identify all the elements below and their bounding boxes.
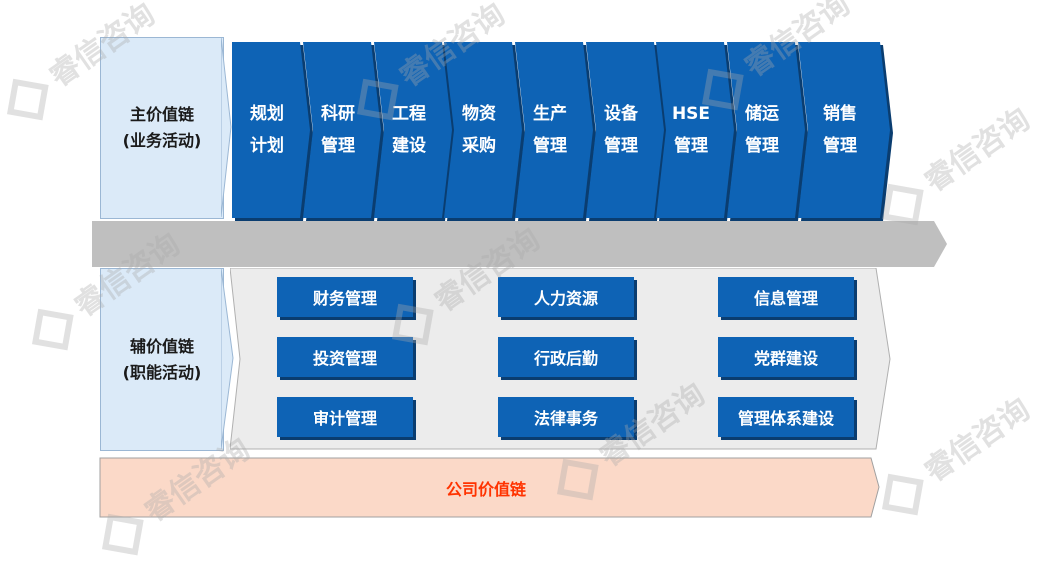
activity-label-line2: 管理 — [321, 136, 355, 156]
activity-label-line1: 规划 — [250, 104, 284, 124]
primary-activity: 生产 管理 — [515, 42, 596, 221]
activity-label: 储运 管理 — [727, 42, 797, 218]
activity-label-line2: 计划 — [250, 136, 284, 156]
primary-label-arrow — [221, 37, 232, 218]
activity-label-line2: 采购 — [462, 136, 496, 156]
activity-label-line1: 物资 — [462, 104, 496, 124]
activity-label-line2: 建设 — [392, 136, 426, 156]
support-legal: 法律事务 — [498, 397, 634, 437]
activity-label-line2: 管理 — [604, 136, 638, 156]
company-chain-bar — [99, 457, 880, 518]
chevron-shape — [798, 42, 893, 221]
activity-label: 规划 计划 — [232, 42, 302, 218]
activity-label: 科研 管理 — [303, 42, 373, 218]
support-chain-label: 辅价值链 (职能活动) — [100, 268, 224, 451]
activity-label-line1: 科研 — [321, 104, 355, 124]
support-admin: 行政后勤 — [498, 337, 634, 377]
activity-label: HSE 管理 — [656, 42, 726, 218]
primary-activity: 储运 管理 — [727, 42, 808, 221]
chevron-shape — [444, 42, 525, 221]
support-chain-title: 辅价值链 — [129, 336, 194, 356]
activity-label-line1: HSE — [671, 104, 711, 124]
primary-activity: 规划 计划 — [232, 42, 313, 221]
value-chain-band — [92, 221, 947, 267]
chevron-shape — [515, 42, 596, 221]
primary-activity: 设备 管理 — [586, 42, 667, 221]
support-chain-subtitle: (职能活动) — [122, 362, 202, 382]
activity-label: 销售 管理 — [798, 42, 882, 218]
chevron-shape — [303, 42, 384, 221]
primary-activity: 工程 建设 — [374, 42, 455, 221]
primary-activity: 销售 管理 — [798, 42, 893, 221]
primary-chain-subtitle: (业务活动) — [122, 131, 202, 150]
activity-label-line2: 管理 — [823, 136, 857, 156]
primary-chain-title: 主价值链 — [129, 105, 194, 124]
activity-label: 物资 采购 — [444, 42, 514, 218]
chevron-shape — [374, 42, 455, 221]
activity-label-line1: 生产 — [533, 104, 567, 124]
activity-label-line1: 储运 — [745, 104, 779, 124]
primary-activity: 物资 采购 — [444, 42, 525, 221]
support-mgmt-system: 管理体系建设 — [718, 397, 854, 437]
primary-activity: 科研 管理 — [303, 42, 384, 221]
support-finance: 财务管理 — [277, 277, 413, 317]
activity-label-line1: 销售 — [823, 104, 857, 124]
chevron-shape — [586, 42, 667, 221]
activity-label-line2: 管理 — [745, 136, 779, 156]
support-party: 党群建设 — [718, 337, 854, 377]
chevron-shape — [656, 42, 737, 221]
activity-label-line2: 管理 — [533, 136, 567, 156]
watermark: 睿信咨询 — [873, 385, 1038, 519]
activity-label: 设备 管理 — [586, 42, 656, 218]
support-audit: 审计管理 — [277, 397, 413, 437]
activity-label-line1: 工程 — [392, 104, 426, 124]
activity-label: 工程 建设 — [374, 42, 444, 218]
activity-label: 生产 管理 — [515, 42, 585, 218]
activity-label-line1: 设备 — [604, 104, 638, 124]
primary-chain-label: 主价值链 (业务活动) — [100, 37, 224, 219]
support-investment: 投资管理 — [277, 337, 413, 377]
primary-activity: HSE 管理 — [656, 42, 737, 221]
company-chain-label: 公司价值链 — [445, 480, 526, 499]
support-it: 信息管理 — [718, 277, 854, 317]
activity-label-line2: 管理 — [674, 136, 708, 156]
support-hr: 人力资源 — [498, 277, 634, 317]
support-label-arrow — [221, 268, 234, 450]
chevron-shape — [727, 42, 808, 221]
watermark: 睿信咨询 — [873, 95, 1038, 229]
chevron-shape — [232, 42, 313, 221]
